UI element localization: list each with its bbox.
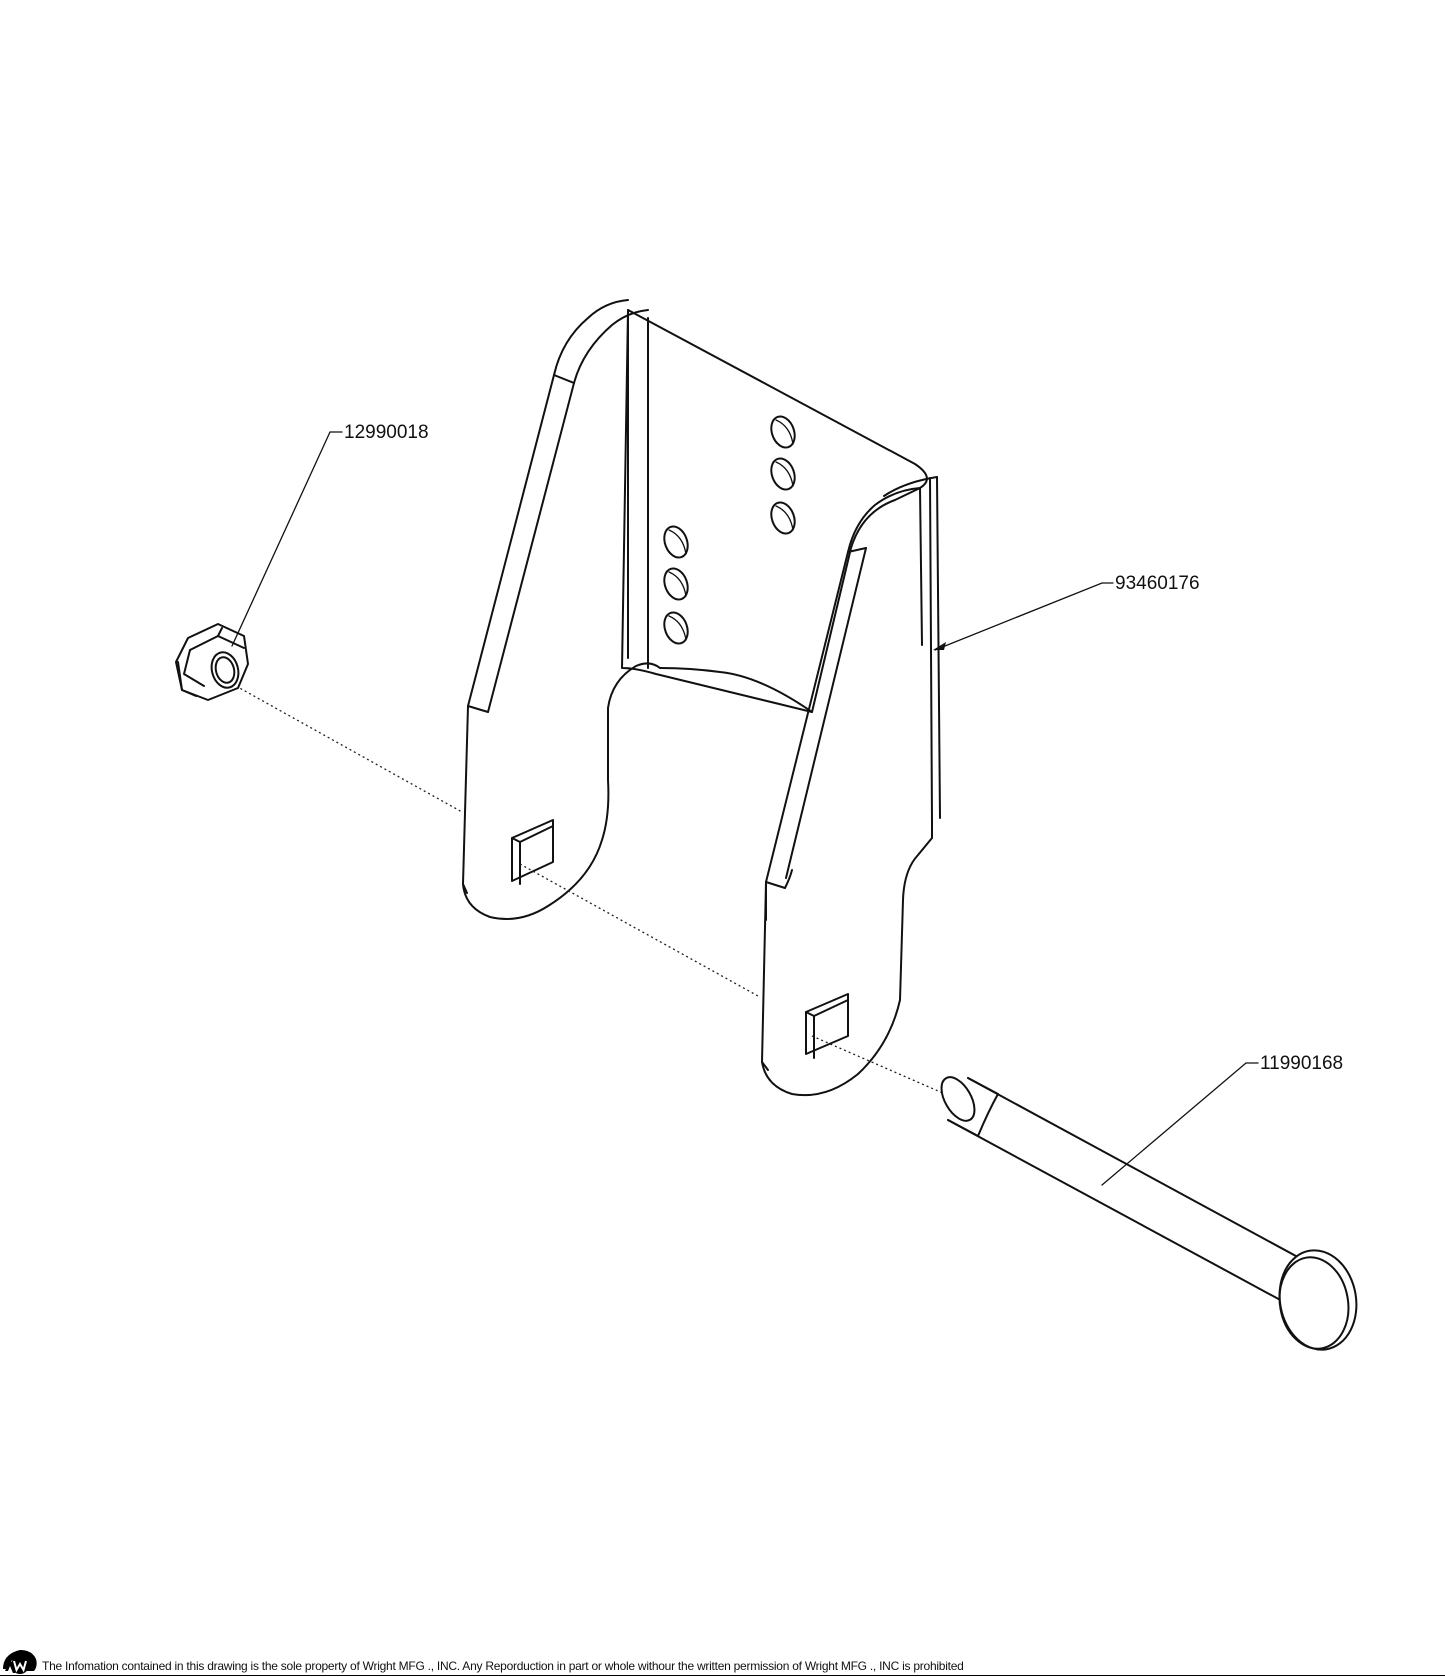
footer-notice: The Infomation contained in this drawing… [42,1659,964,1673]
leader-line-pin [1101,1062,1259,1186]
wright-logo-icon [3,1650,37,1674]
callout-label-bracket: 93460176 [1115,573,1200,594]
footer-divider [0,1675,1445,1676]
leader-line-bracket [934,582,1114,651]
callout-label-nut: 12990018 [344,422,429,443]
alignment-dotted-line [235,685,946,1095]
leader-arrow-bracket [933,642,946,650]
footer: The Infomation contained in this drawing… [0,1647,1445,1677]
bracket-part [462,299,941,1097]
leader-line-nut [231,431,343,647]
nut-part [175,623,249,701]
pin-part [940,1076,1358,1351]
callout-label-pin: 11990168 [1260,1053,1343,1074]
